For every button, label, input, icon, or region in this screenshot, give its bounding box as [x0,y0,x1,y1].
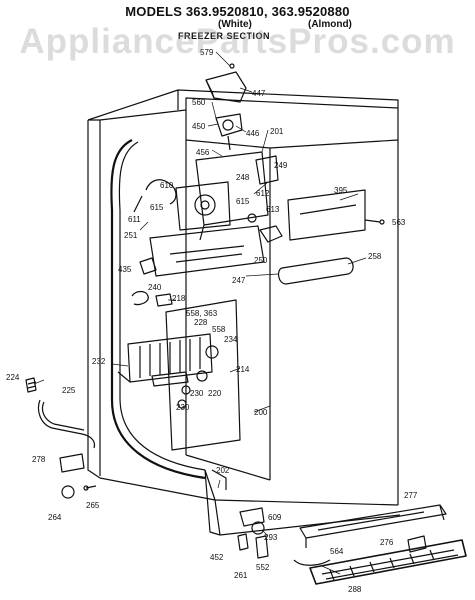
callout-258: 258 [368,252,382,261]
callout-232: 232 [92,357,106,366]
cover-strip-258 [277,257,354,285]
callout-200: 200 [254,408,268,417]
callout-563: 563 [392,218,406,227]
callout-248: 248 [236,173,250,182]
variant-almond-label: (Almond) [308,19,352,30]
callout-201: 201 [270,127,284,136]
callout-612: 612 [256,189,270,198]
callout-609: 609 [268,513,282,522]
callout-447: 447 [252,89,266,98]
callout-558: 558 [212,325,226,334]
callout-615b: 615 [236,197,250,206]
callout-288: 288 [348,585,362,594]
callout-264: 264 [48,513,62,522]
callout-202: 202 [216,466,230,475]
section-label: FREEZER SECTION [178,31,271,41]
callout-558-363: 558, 363 [186,309,218,318]
callout-277: 277 [404,491,418,500]
models-title: MODELS 363.9520810, 363.9520880 [125,4,350,19]
callout-579: 579 [200,48,214,57]
kickplate-bracket-277 [299,504,447,539]
grille-250 [149,225,265,277]
callout-228: 228 [194,318,208,327]
callout-564: 564 [330,547,344,556]
callout-446: 446 [246,129,260,138]
callout-225: 225 [62,386,76,395]
cabinet-liner-outline [87,89,399,121]
callout-261: 261 [234,571,248,580]
fan-blade [259,225,283,243]
callout-452: 452 [210,553,224,562]
callout-450: 450 [192,122,206,131]
callout-230b: 230 [176,403,190,412]
evaporator-cover-395 [287,189,366,241]
grille-288 [309,539,467,585]
hinge-609 [239,507,265,527]
callout-456: 456 [196,148,210,157]
callout-613: 613 [266,205,280,214]
callout-552: 552 [256,563,270,572]
callout-247: 247 [232,276,246,285]
callout-293: 293 [264,533,278,542]
callout-611: 611 [128,215,141,224]
callout-220: 220 [208,389,222,398]
callout-435: 435 [118,265,132,274]
callout-214: 214 [236,365,250,374]
callout-278: 278 [32,455,46,464]
defrost-heater [127,333,213,383]
rear-panel-214 [165,299,241,451]
control-housing [215,113,243,137]
callout-234: 234 [224,335,238,344]
callout-615a: 615 [150,203,164,212]
callout-218: 218 [172,294,186,303]
callout-560: 560 [192,98,206,107]
air-damper [255,155,279,185]
callout-249: 249 [274,161,288,170]
bracket-278 [59,453,85,473]
callout-251: 251 [124,231,138,240]
callout-395: 395 [334,186,348,195]
callout-224: 224 [6,373,20,382]
callout-230a: 230 [190,389,204,398]
spring-224 [25,377,37,393]
callout-labels: 579 447 560 450 446 201 456 249 248 610 … [6,48,418,594]
callout-276: 276 [380,538,394,547]
damper-cover [205,71,247,103]
gasket-channel [110,139,206,480]
callout-250: 250 [254,256,268,265]
drain-tube-225 [37,399,96,449]
callout-240: 240 [148,283,162,292]
callout-265: 265 [86,501,100,510]
callout-610: 610 [160,181,174,190]
variant-white-label: (White) [218,19,252,30]
fan-bracket [175,181,231,231]
